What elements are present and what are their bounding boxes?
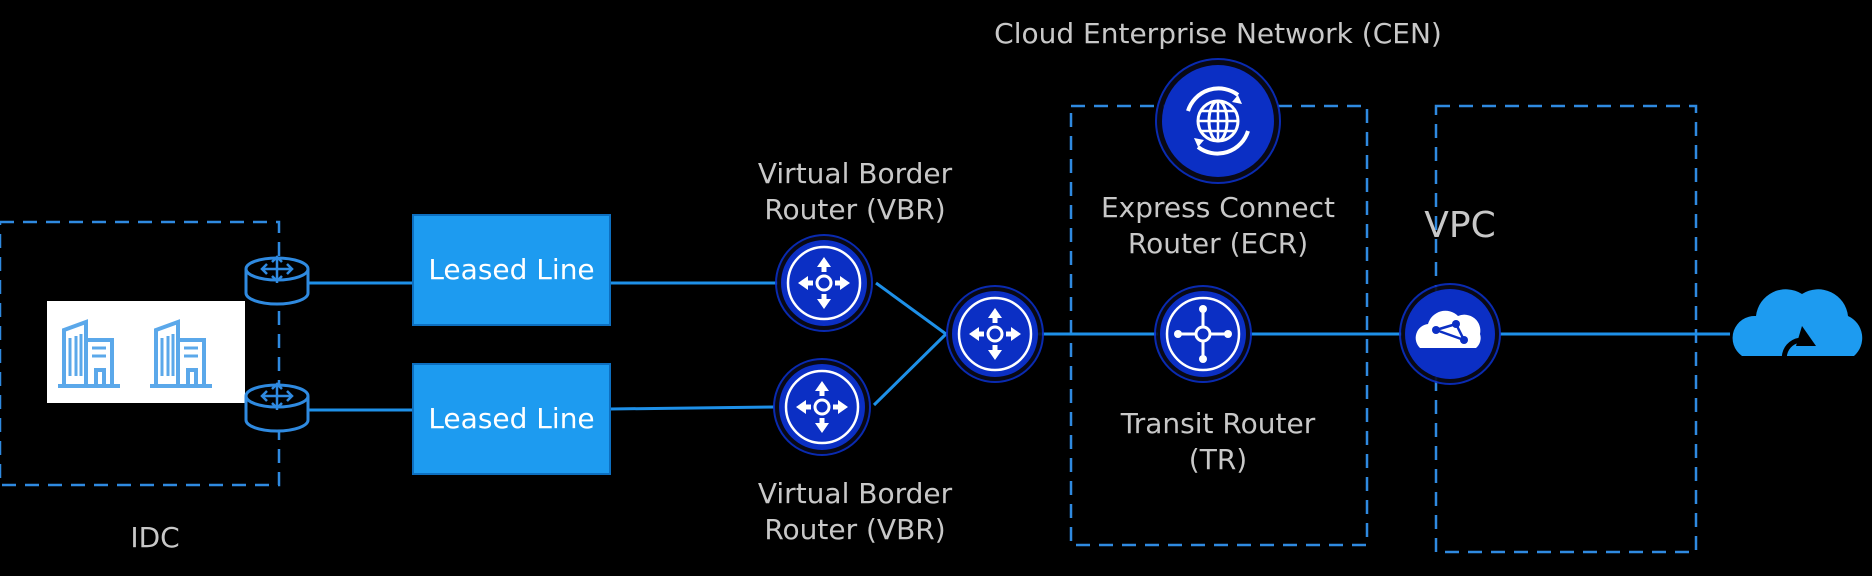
vbr-bottom-label-line1: Virtual Border bbox=[757, 477, 953, 510]
ecr-label-line2: Router (ECR) bbox=[1127, 227, 1309, 260]
idc-boundary bbox=[0, 220, 281, 487]
tr-label-line2: (TR) bbox=[1188, 443, 1248, 476]
vpc-boundary bbox=[1434, 104, 1698, 554]
leased-line-label-bottom: Leased Line bbox=[428, 402, 595, 435]
leased-line-box-top bbox=[412, 214, 611, 326]
idc-label: IDC bbox=[130, 521, 180, 554]
ecr-router-icon bbox=[946, 285, 1044, 383]
ecr-label-line1: Express Connect bbox=[1100, 191, 1335, 224]
leased-line-box-bottom bbox=[412, 363, 611, 475]
router-icon bbox=[244, 255, 310, 306]
link-vbr2-join bbox=[872, 332, 948, 407]
vbr-bottom-router-icon bbox=[773, 358, 871, 456]
tr-label-line1: Transit Router bbox=[1120, 407, 1316, 440]
link-vbr1-join bbox=[875, 281, 947, 336]
vbr-top-label-line2: Router (VBR) bbox=[764, 193, 946, 226]
vbr-top-router-icon bbox=[775, 234, 873, 332]
vbr-bottom-label-line2: Router (VBR) bbox=[764, 513, 946, 546]
link-leased2-vbr2 bbox=[609, 405, 775, 411]
connections bbox=[305, 281, 1730, 412]
vpc-label: VPC bbox=[1424, 205, 1496, 246]
cloud-network-icon bbox=[1399, 283, 1501, 385]
globe-icon bbox=[1155, 58, 1281, 184]
cen-title: Cloud Enterprise Network (CEN) bbox=[994, 17, 1442, 50]
transit-router-icon bbox=[1154, 285, 1252, 383]
router-icon bbox=[244, 382, 310, 433]
buildings-icon bbox=[47, 301, 245, 403]
vbr-top-label-line1: Virtual Border bbox=[757, 157, 953, 190]
cloud-upload-icon bbox=[1732, 289, 1863, 377]
leased-line-label-top: Leased Line bbox=[428, 253, 595, 286]
